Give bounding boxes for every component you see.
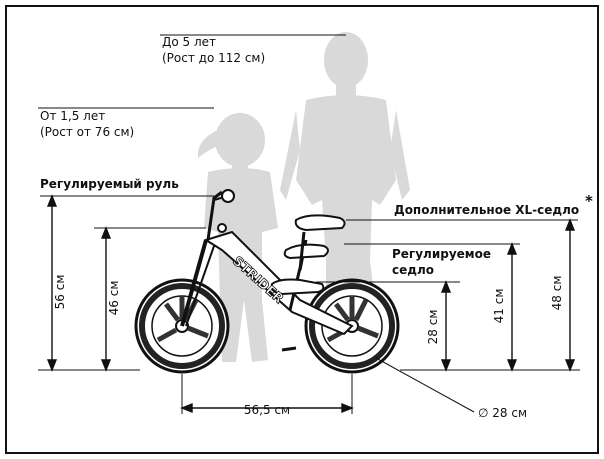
xl-seat bbox=[283, 214, 346, 271]
younger-age-label: От 1,5 лет bbox=[40, 109, 105, 123]
balance-bike bbox=[134, 189, 400, 374]
footrest bbox=[281, 346, 297, 352]
xl-seat-label: Дополнительное XL-седло bbox=[394, 203, 579, 217]
younger-height-label: (Рост от 76 см) bbox=[40, 125, 134, 139]
handlebar-max-dimension: 56 см bbox=[53, 275, 67, 310]
adjustable-handlebar-label: Регулируемый руль bbox=[40, 177, 179, 191]
handlebar bbox=[206, 189, 235, 241]
adjustable-seat bbox=[270, 278, 325, 296]
leader-lines bbox=[38, 34, 578, 413]
seat-max-dimension: 41 см bbox=[492, 289, 506, 324]
xl-seat-max-dimension: 48 см bbox=[550, 276, 564, 311]
older-height-label: (Рост до 112 см) bbox=[162, 51, 265, 65]
wheel-diameter-dimension: ∅ 28 см bbox=[478, 406, 527, 420]
wheelbase-dimension: 56,5 см bbox=[244, 403, 290, 417]
seat-min-dimension: 28 см bbox=[426, 310, 440, 345]
handlebar-min-dimension: 46 см bbox=[107, 281, 121, 316]
dimension-arrows bbox=[38, 194, 580, 414]
adjustable-seat-label-line1: Регулируемое bbox=[392, 247, 491, 261]
xl-seat-asterisk: * bbox=[585, 192, 593, 210]
adjustable-seat-label-line2: седло bbox=[392, 263, 434, 277]
older-age-label: До 5 лет bbox=[162, 35, 216, 49]
